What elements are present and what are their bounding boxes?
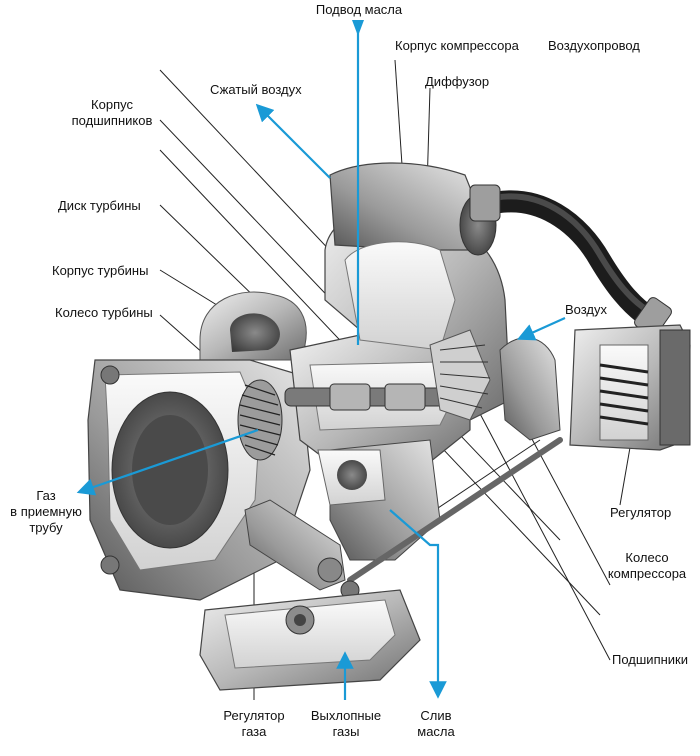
compressor-housing xyxy=(324,162,561,441)
label-diffuser: Диффузор xyxy=(425,74,490,89)
label-oil-drain: Слив масла xyxy=(417,708,455,739)
label-oil-inlet: Подвод масла xyxy=(315,2,403,17)
turbine-wheel xyxy=(237,379,283,461)
gas-out-arrow xyxy=(76,428,259,496)
label-air: Воздух xyxy=(565,302,608,317)
label-compressor-housing: Корпус компрессора xyxy=(395,38,519,53)
wastegate-assembly xyxy=(199,499,421,691)
oil-drain-arrow xyxy=(389,509,447,699)
flow-arrows xyxy=(76,20,566,700)
label-exhaust-gases: Выхлопные газы xyxy=(310,708,382,739)
label-gas-to-exhaust: Газ в приемную трубу xyxy=(10,488,82,535)
compressed-air-arrow xyxy=(255,103,331,179)
label-compressor-wheel: Колесо компрессора xyxy=(607,550,687,581)
label-air-pipe: Воздухопровод xyxy=(548,38,640,53)
label-wastegate: Регулятор газа xyxy=(223,708,285,739)
label-turbine-housing: Корпус турбины xyxy=(52,263,149,278)
label-turbine-disc: Диск турбины xyxy=(58,198,141,213)
regulator-actuator xyxy=(569,324,691,451)
air-pipe-hose xyxy=(469,184,672,337)
label-compressed-air: Сжатый воздух xyxy=(210,82,302,97)
air-inlet-arrow xyxy=(516,316,566,341)
wastegate-rod xyxy=(347,437,563,583)
label-bearings: Подшипники xyxy=(612,652,688,667)
label-regulator: Регулятор xyxy=(610,505,672,520)
label-turbine-wheel: Колесо турбины xyxy=(55,305,153,320)
label-bearing-housing: Корпус подшипников xyxy=(71,97,153,128)
